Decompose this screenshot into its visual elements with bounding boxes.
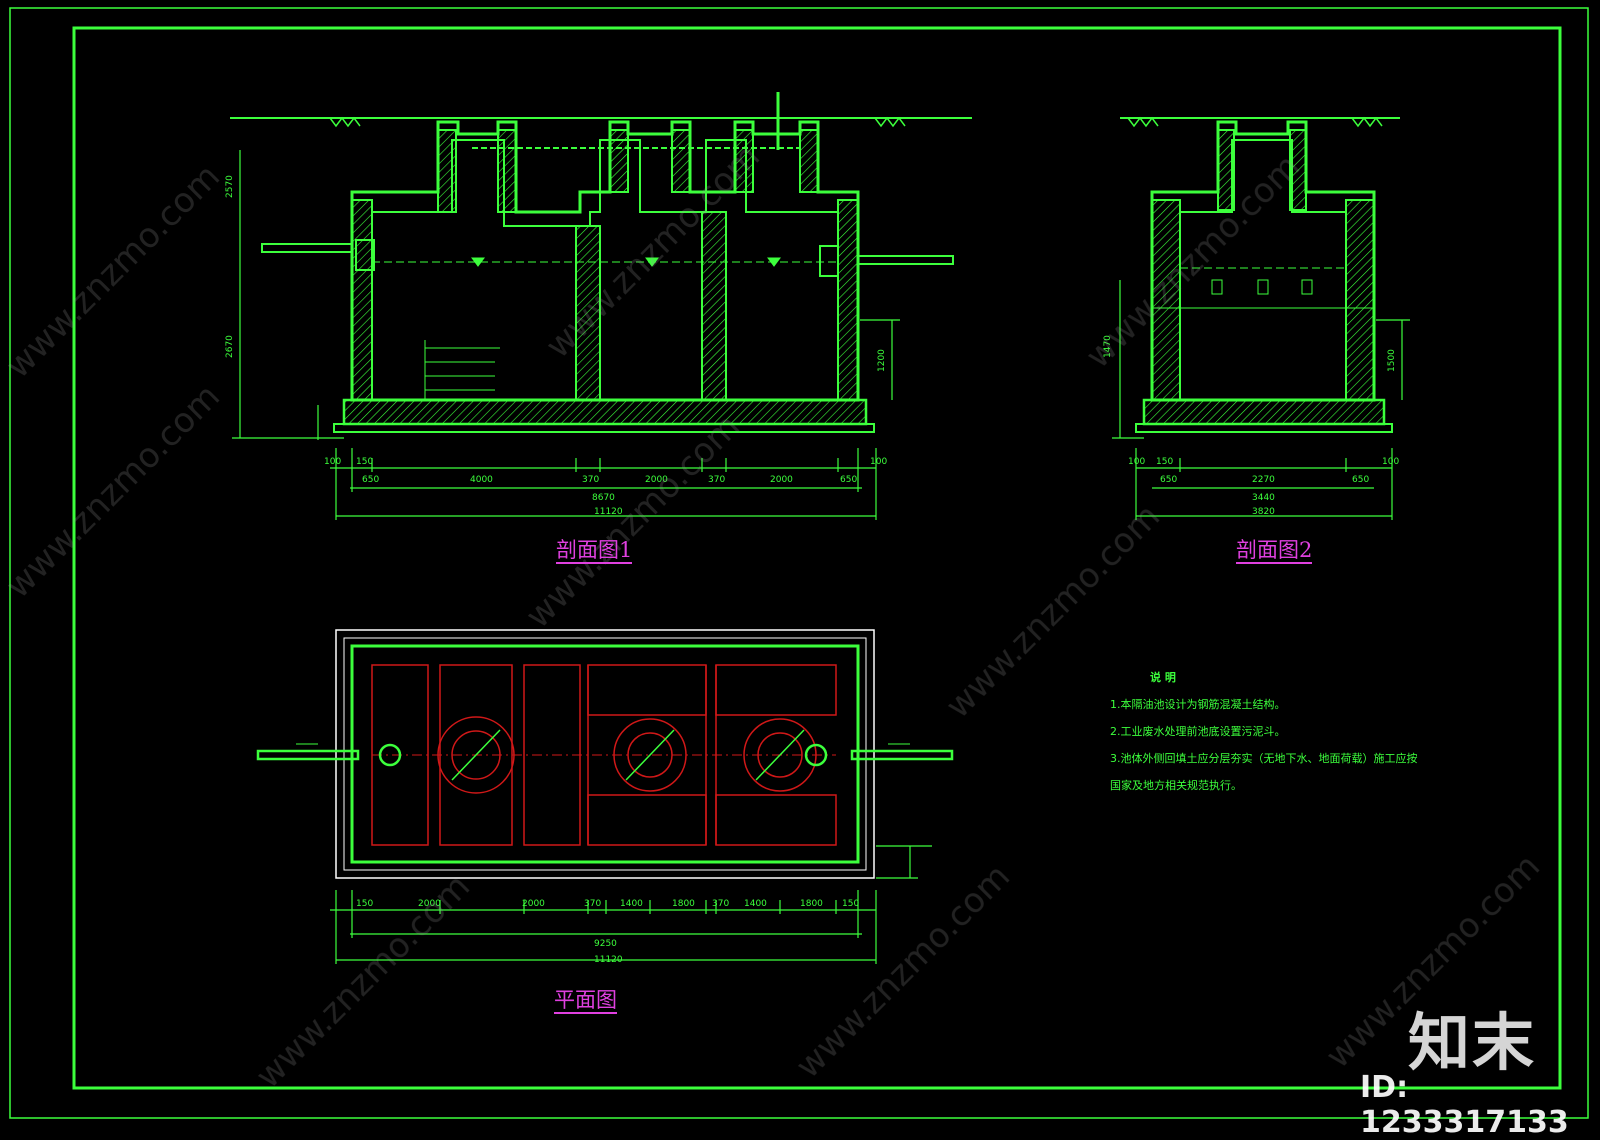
dim-text: 11120: [594, 955, 623, 965]
watermark-group: www.znzmo.com www.znzmo.com www.znzmo.co…: [0, 136, 1548, 1096]
dim-text: 2000: [418, 899, 441, 909]
section-2-title: 剖面图2: [1236, 538, 1313, 564]
dim-text: 650: [840, 475, 857, 485]
section-2-dimension-text: 100 150 650 2270 650 100 3440 3820 1470 …: [1103, 335, 1399, 517]
section-1-title: 剖面图1: [556, 538, 633, 564]
dim-text: 370: [708, 475, 725, 485]
outer-sheet-border: [9, 7, 1589, 1119]
watermark-text: www.znzmo.com: [0, 376, 228, 606]
dim-text: 100: [1382, 457, 1399, 467]
dim-text: 11120: [594, 507, 623, 517]
brand-logo: 知末: [1408, 1006, 1537, 1079]
plan-dimension-text: 150 2000 2000 370 1400 1800 370 1400 180…: [356, 899, 859, 965]
dim-text: 150: [1156, 457, 1173, 467]
dim-text: 370: [582, 475, 599, 485]
dim-text: 150: [356, 457, 373, 467]
notes-header: 说 明: [1150, 671, 1176, 684]
dim-text: 370: [712, 899, 729, 909]
note-item: 3.池体外侧回填土应分层夯实（无地下水、地面荷载）施工应按: [1110, 752, 1418, 765]
dim-text: 2570: [225, 175, 235, 198]
plan-drawing: [256, 629, 954, 964]
section-1-dimension-text: 100 150 650 4000 370 2000 370 2000 650 1…: [225, 175, 887, 517]
dim-text: 650: [362, 475, 379, 485]
dim-text: 1400: [620, 899, 643, 909]
section-1-drawing: [230, 92, 972, 520]
note-item: 1.本隔油池设计为钢筋混凝土结构。: [1110, 698, 1286, 711]
dim-text: 100: [1128, 457, 1145, 467]
design-notes: 说 明 1.本隔油池设计为钢筋混凝土结构。 2.工业废水处理前池底设置污泥斗。 …: [1110, 664, 1418, 799]
dim-text: 1800: [800, 899, 823, 909]
inner-frame-border: [72, 26, 1562, 1090]
dim-text: 9250: [594, 939, 617, 949]
dim-text: 1200: [877, 349, 887, 372]
brand-id: ID: 1233317133: [1360, 1070, 1569, 1140]
dim-text: 100: [870, 457, 887, 467]
dim-text: 2000: [645, 475, 668, 485]
dim-text: 2270: [1252, 475, 1275, 485]
dim-text: 2000: [770, 475, 793, 485]
dim-text: 1400: [744, 899, 767, 909]
dim-text: 650: [1352, 475, 1369, 485]
watermark-text: www.znzmo.com: [0, 156, 228, 386]
note-item: 2.工业废水处理前池底设置污泥斗。: [1110, 725, 1286, 738]
dim-text: 2670: [225, 335, 235, 358]
watermark-text: www.znzmo.com: [788, 856, 1018, 1086]
dim-text: 3440: [1252, 493, 1275, 503]
dim-text: 100: [324, 457, 341, 467]
dim-text: 2000: [522, 899, 545, 909]
dim-text: 650: [1160, 475, 1177, 485]
dim-text: 1470: [1103, 335, 1113, 358]
dim-text: 8670: [592, 493, 615, 503]
watermark-text: www.znzmo.com: [518, 406, 748, 636]
section-2-drawing: [1112, 116, 1410, 520]
dim-text: 3820: [1252, 507, 1275, 517]
dim-text: 4000: [470, 475, 493, 485]
dim-text: 1800: [672, 899, 695, 909]
dim-text: 150: [842, 899, 859, 909]
plan-title: 平面图: [554, 988, 617, 1014]
watermark-text: www.znzmo.com: [1078, 146, 1308, 376]
watermark-text: www.znzmo.com: [538, 136, 768, 366]
dim-text: 1500: [1387, 349, 1397, 372]
dim-text: 370: [584, 899, 601, 909]
note-item: 国家及地方相关规范执行。: [1110, 779, 1242, 792]
dim-text: 150: [356, 899, 373, 909]
